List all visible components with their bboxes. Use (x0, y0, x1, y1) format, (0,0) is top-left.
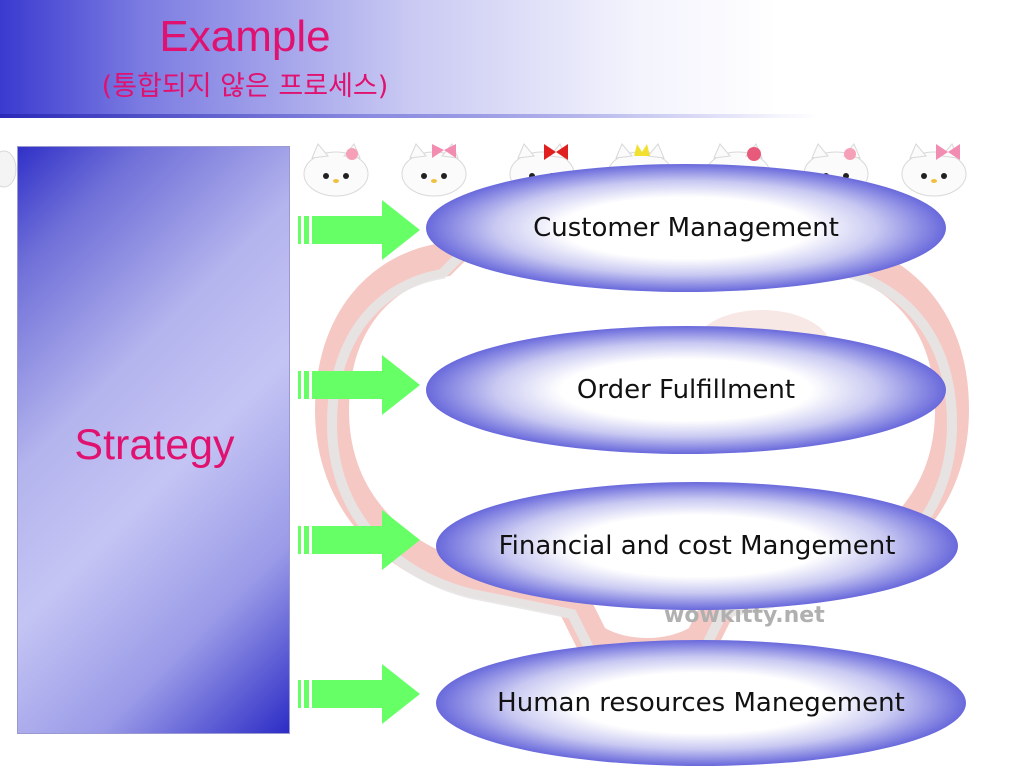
strategy-box: Strategy (17, 146, 290, 734)
hello-kitty-icon (901, 143, 967, 197)
hello-kitty-strip (300, 140, 990, 200)
process-ellipse-financial-cost: Financial and cost Mangement (436, 482, 958, 610)
hello-kitty-icon (401, 143, 467, 197)
process-label: Order Fulfillment (576, 375, 796, 405)
arrow-right-icon (298, 664, 420, 724)
process-label: Human resources Manegement (497, 688, 905, 718)
process-ellipse-order-fulfillment: Order Fulfillment (426, 326, 946, 454)
arrow-right-icon (298, 200, 420, 260)
process-ellipse-human-resources: Human resources Manegement (436, 640, 966, 766)
process-label: Customer Management (533, 213, 839, 243)
process-label: Financial and cost Mangement (498, 531, 896, 561)
slide-title: Example (159, 12, 331, 61)
header-band (0, 0, 1024, 118)
strategy-label: Strategy (74, 421, 235, 469)
hello-kitty-icon (0, 150, 17, 188)
arrow-right-icon (298, 510, 420, 570)
process-ellipse-customer-management: Customer Management (426, 164, 946, 292)
hello-kitty-icon (303, 143, 369, 197)
slide-subtitle: (통합되지 않은 프로세스) (101, 71, 389, 102)
arrow-right-icon (298, 355, 420, 415)
